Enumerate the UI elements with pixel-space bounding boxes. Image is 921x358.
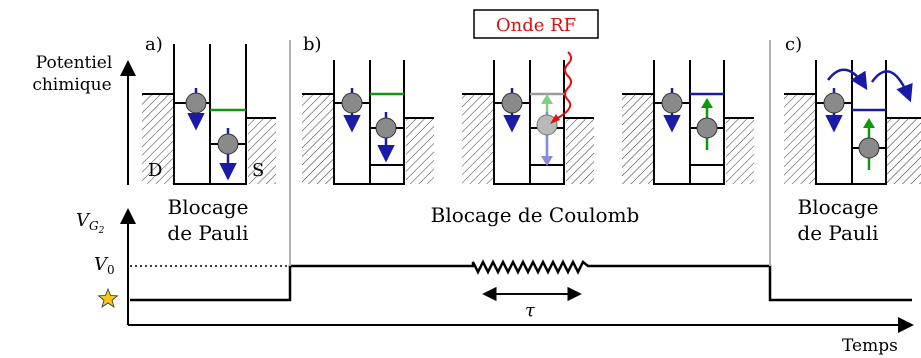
electron-dot <box>341 92 363 114</box>
voltage-label: VG2 <box>76 210 105 236</box>
panel-c-double-dot <box>784 60 921 185</box>
panel-a-double-dot: D S <box>142 44 276 185</box>
panel-c-letter: c) <box>785 34 802 55</box>
electron-dot <box>858 137 880 159</box>
panel-a-letter: a) <box>145 34 163 55</box>
panel-b-caption: Blocage de Coulomb <box>431 203 640 227</box>
electron-dot <box>536 114 558 136</box>
v0-label: V0 <box>94 254 115 277</box>
panel-b1-double-dot <box>302 60 434 185</box>
electron-dot <box>823 92 845 114</box>
tau-duration-arrow: τ <box>482 286 582 321</box>
panel-a-caption-line2: de Pauli <box>167 221 248 245</box>
electron-dot <box>185 92 207 114</box>
drain-label: D <box>148 160 162 181</box>
y-axis-label-line1: Potentiel <box>36 53 113 73</box>
voltage-time-axes: VG2 V0 Temps <box>76 208 914 356</box>
electron-dot <box>661 92 683 114</box>
source-label: S <box>252 160 264 181</box>
electron-dot <box>696 117 718 139</box>
panel-b3-double-dot <box>622 60 754 185</box>
electron-dot <box>501 92 523 114</box>
star-icon <box>97 287 119 308</box>
panel-c-caption-line1: Blocage <box>798 195 879 219</box>
electron-dot <box>217 133 239 155</box>
panel-b2-double-dot: Onde RF <box>462 9 599 185</box>
rf-label-box <box>473 9 599 39</box>
chemical-potential-axis: Potentiel chimique <box>32 53 136 185</box>
time-axis-label: Temps <box>842 336 898 356</box>
panel-b-letter: b) <box>303 34 322 55</box>
panel-a-caption-line1: Blocage <box>168 195 249 219</box>
electron-dot <box>375 117 397 139</box>
tau-label: τ <box>525 300 536 321</box>
y-axis-label-line2: chimique <box>32 75 111 95</box>
gate-voltage-pulse <box>130 259 912 302</box>
panel-c-caption-line2: de Pauli <box>797 221 878 245</box>
rf-label: Onde RF <box>496 15 576 36</box>
